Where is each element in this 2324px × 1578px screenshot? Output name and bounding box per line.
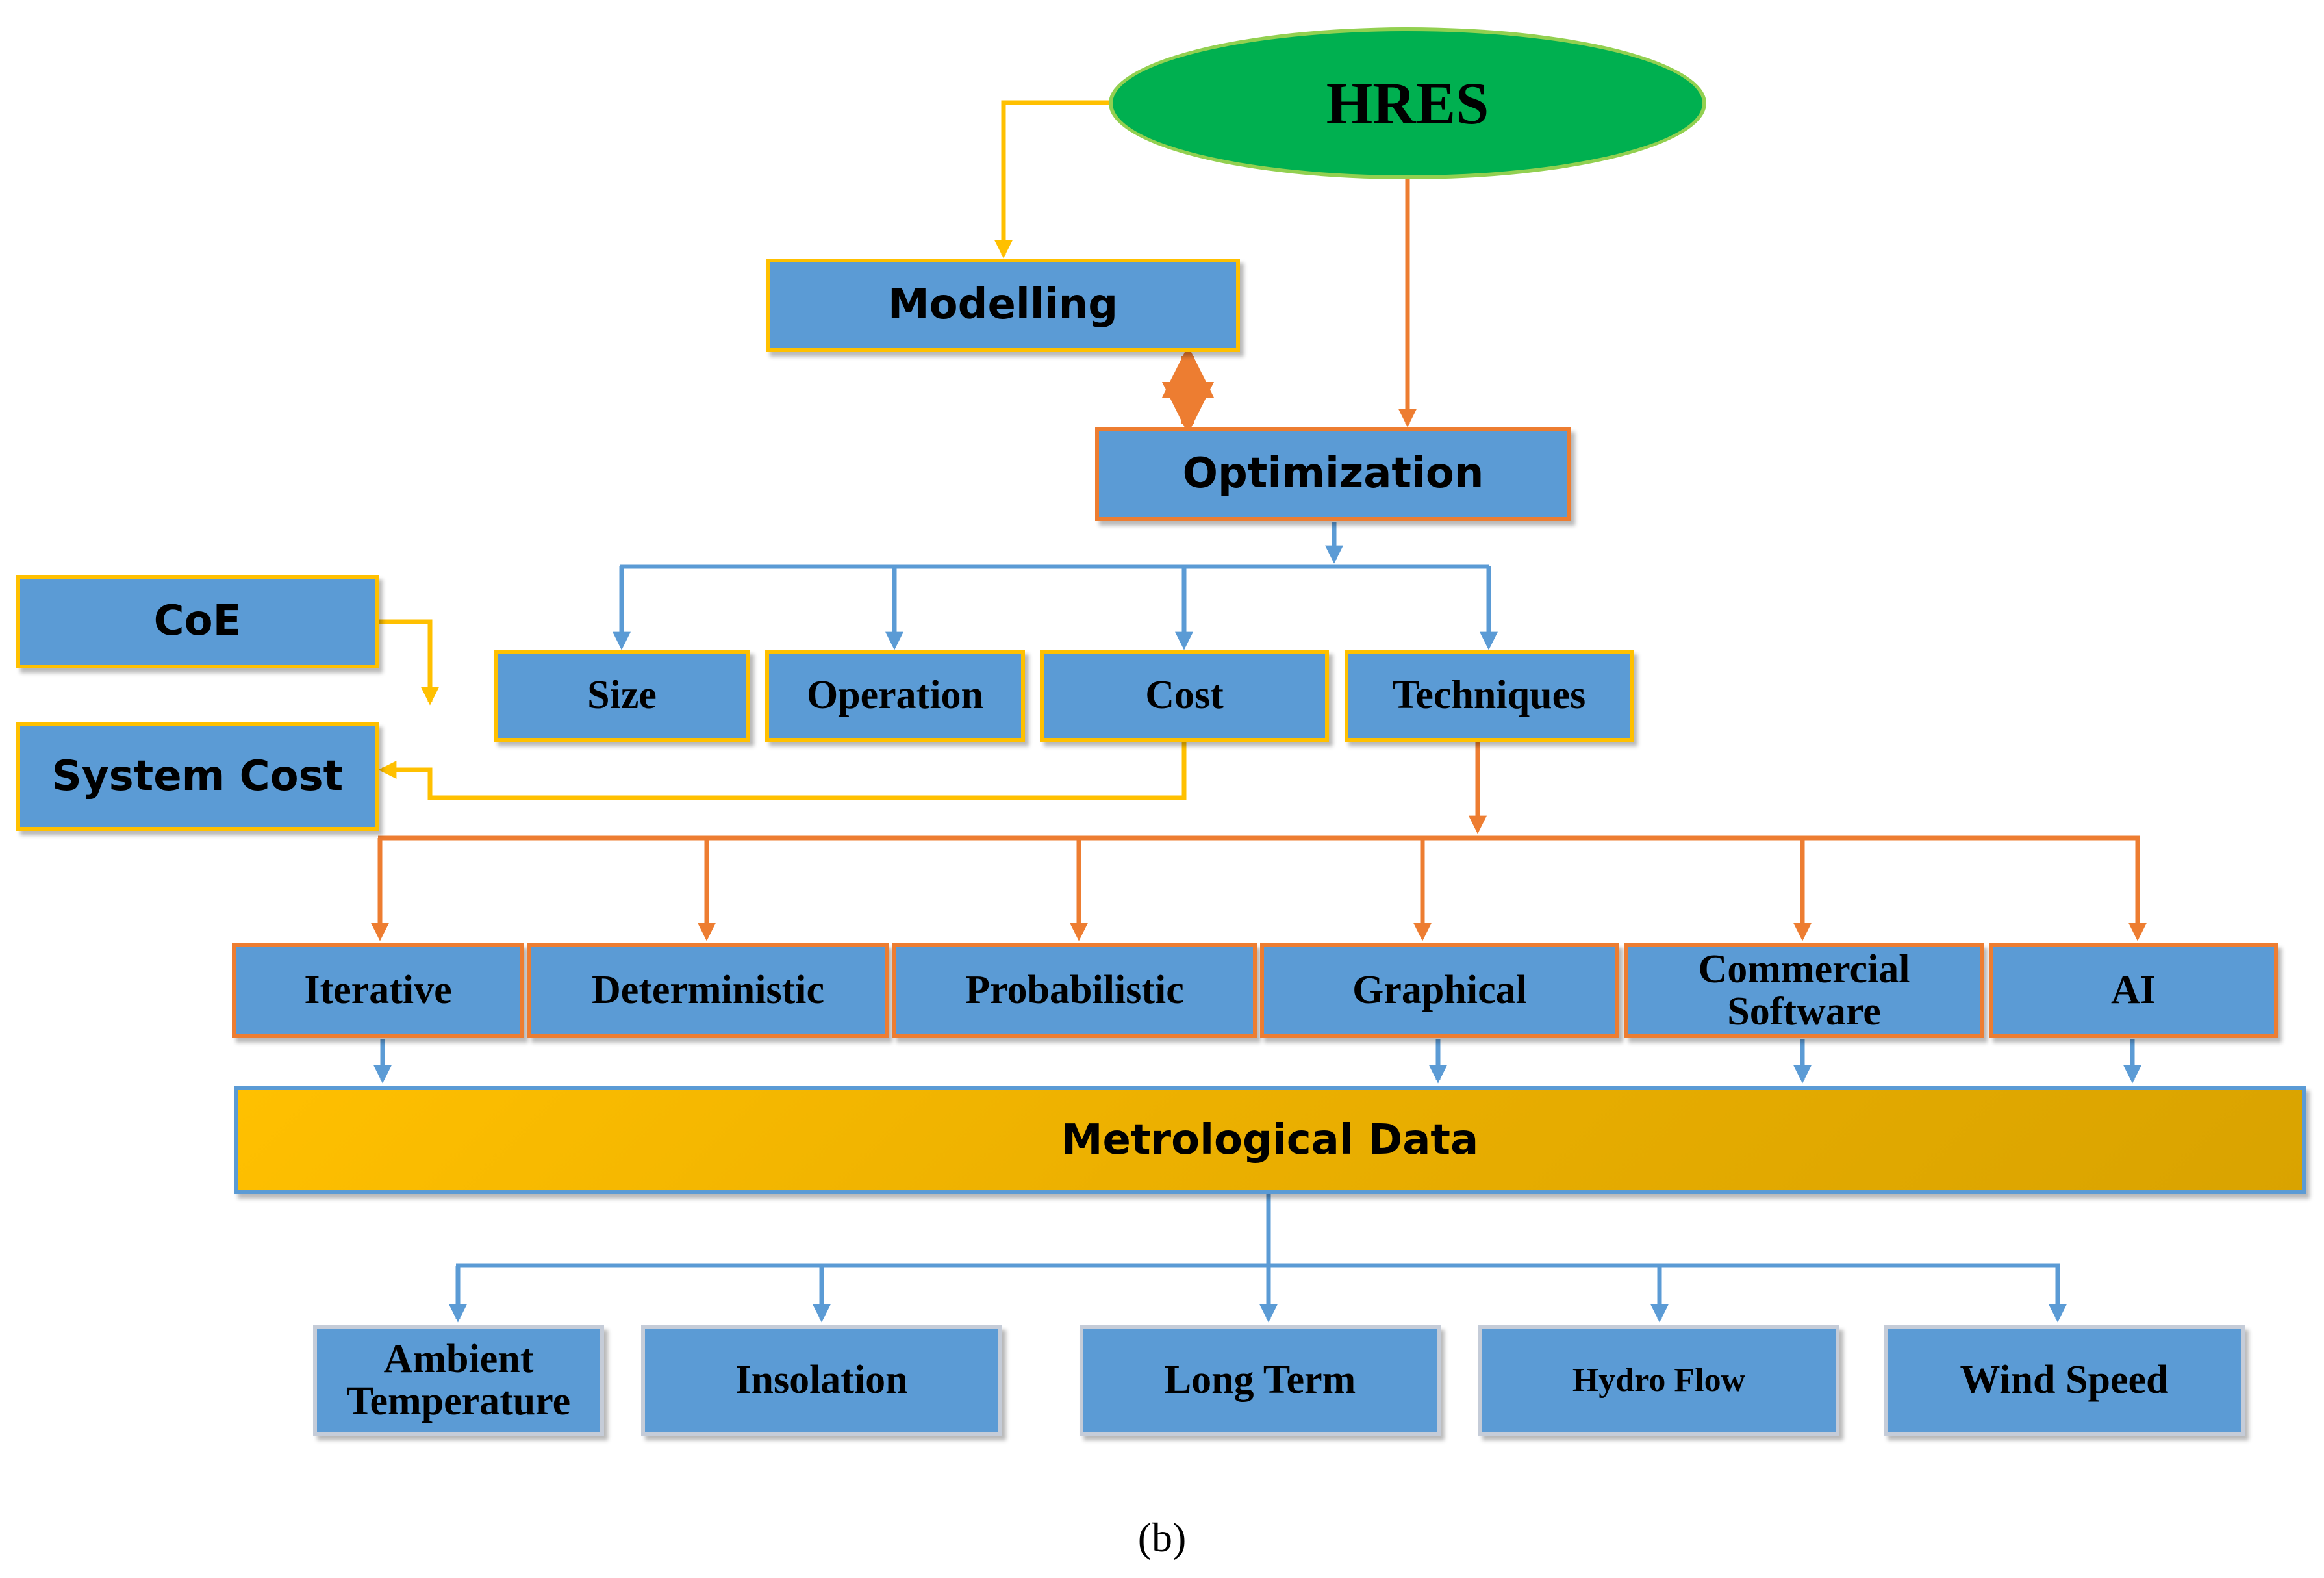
hres-to-modelling-connector (994, 100, 1109, 259)
techniques-node: Techniques (1345, 650, 1634, 742)
coe-label: CoE (153, 597, 242, 646)
long-term-label: Long Term (1164, 1358, 1356, 1403)
coe-node: CoE (16, 575, 379, 668)
optimization-node: Optimization (1095, 427, 1571, 521)
hres-root-node: HRES (1109, 27, 1706, 179)
ai-label: AI (2111, 968, 2156, 1013)
size-label: Size (587, 673, 657, 718)
deterministic-label: Deterministic (591, 968, 825, 1013)
size-node: Size (494, 650, 750, 742)
optimization-label: Optimization (1182, 450, 1484, 498)
ambient-label-line2: Temperature (346, 1379, 571, 1423)
hydro-flow-label: Hydro Flow (1572, 1361, 1746, 1399)
commercial-label-line1: Commercial (1698, 947, 1910, 991)
wind-speed-label: Wind Speed (1960, 1358, 2169, 1403)
hres-label: HRES (1326, 70, 1489, 136)
ai-node: AI (1989, 943, 2278, 1038)
wind-speed-node: Wind Speed (1884, 1325, 2245, 1436)
cost-to-system-cost-connector (378, 741, 1187, 800)
operation-node: Operation (765, 650, 1025, 742)
coe-connector (377, 619, 439, 706)
system-cost-node: System Cost (16, 722, 379, 831)
deterministic-node: Deterministic (527, 943, 889, 1038)
cost-node: Cost (1040, 650, 1329, 742)
commercial-software-node: Commercial Software (1624, 943, 1984, 1038)
ambient-label-line1: Ambient (383, 1336, 534, 1381)
ambient-temperature-node: Ambient Temperature (313, 1325, 604, 1436)
probabilistic-node: Probabilistic (892, 943, 1257, 1038)
cost-label: Cost (1145, 673, 1224, 718)
modelling-label: Modelling (887, 281, 1118, 329)
techniques-label: Techniques (1392, 673, 1586, 718)
insolation-node: Insolation (641, 1325, 1002, 1436)
long-term-node: Long Term (1080, 1325, 1441, 1436)
system-cost-label: System Cost (51, 752, 344, 800)
iterative-node: Iterative (232, 943, 524, 1038)
insolation-label: Insolation (735, 1358, 908, 1403)
graphical-label: Graphical (1352, 968, 1527, 1013)
commercial-label-line2: Software (1727, 989, 1881, 1034)
graphical-node: Graphical (1260, 943, 1619, 1038)
iterative-label: Iterative (304, 968, 452, 1013)
metrological-data-label: Metrological Data (1061, 1116, 1479, 1164)
probabilistic-label: Probabilistic (965, 968, 1184, 1013)
operation-label: Operation (806, 673, 984, 718)
figure-caption: (b) (1137, 1514, 1187, 1560)
hydro-flow-node: Hydro Flow (1478, 1325, 1839, 1436)
modelling-node: Modelling (766, 259, 1240, 352)
metrological-data-bar: Metrological Data (234, 1086, 2306, 1194)
